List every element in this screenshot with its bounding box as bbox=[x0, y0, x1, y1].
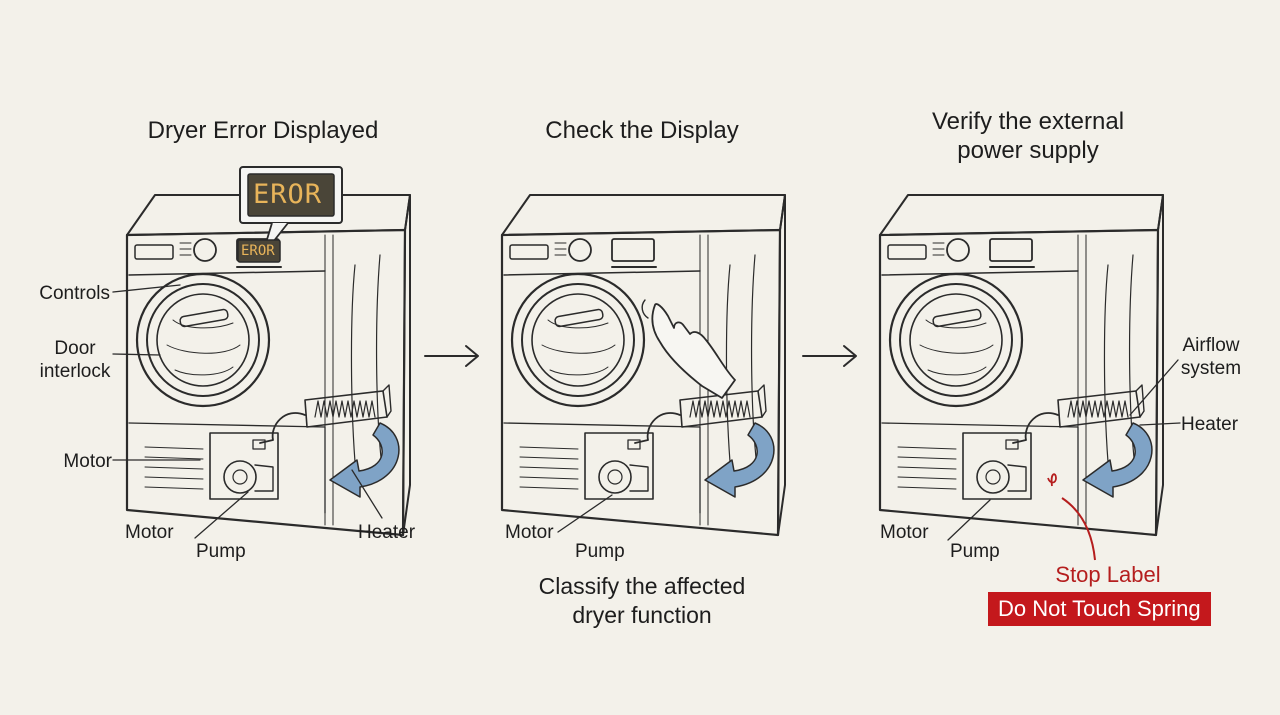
arrow-icon-1 bbox=[424, 345, 479, 367]
label-motor: Motor bbox=[125, 522, 174, 543]
error-callout-text: EROR bbox=[253, 179, 323, 210]
arrow-icon-2 bbox=[802, 345, 857, 367]
hand-icon bbox=[641, 299, 736, 399]
label-motor: Motor bbox=[880, 522, 929, 543]
panel-3-title: Verify the external power supply bbox=[931, 108, 1125, 164]
label-controls: Controls bbox=[39, 283, 110, 304]
panel-2-caption: Classify the affected dryer function bbox=[538, 573, 746, 628]
warning-banner: Do Not Touch Spring bbox=[988, 592, 1211, 626]
label-motor: Motor bbox=[505, 522, 554, 543]
panel-2-title: Check the Display bbox=[545, 117, 739, 144]
label-airflow-system: Airflow system bbox=[1180, 335, 1242, 379]
dryer-illustration-2 bbox=[500, 193, 787, 537]
label-heater: Heater bbox=[1181, 414, 1239, 435]
error-display-text: EROR bbox=[241, 243, 275, 259]
lcd-display bbox=[237, 166, 343, 263]
label-pump: Pump bbox=[196, 541, 246, 562]
label-door-interlock: Door interlock bbox=[39, 338, 111, 382]
stop-label: Stop Label bbox=[1055, 562, 1161, 587]
dryer-illustration-3 bbox=[878, 193, 1165, 537]
panel-1-title: Dryer Error Displayed bbox=[147, 117, 379, 144]
label-pump: Pump bbox=[575, 541, 625, 562]
label-pump: Pump bbox=[950, 541, 1000, 562]
label-motor-side: Motor bbox=[63, 451, 112, 472]
label-heater: Heater bbox=[358, 522, 416, 543]
